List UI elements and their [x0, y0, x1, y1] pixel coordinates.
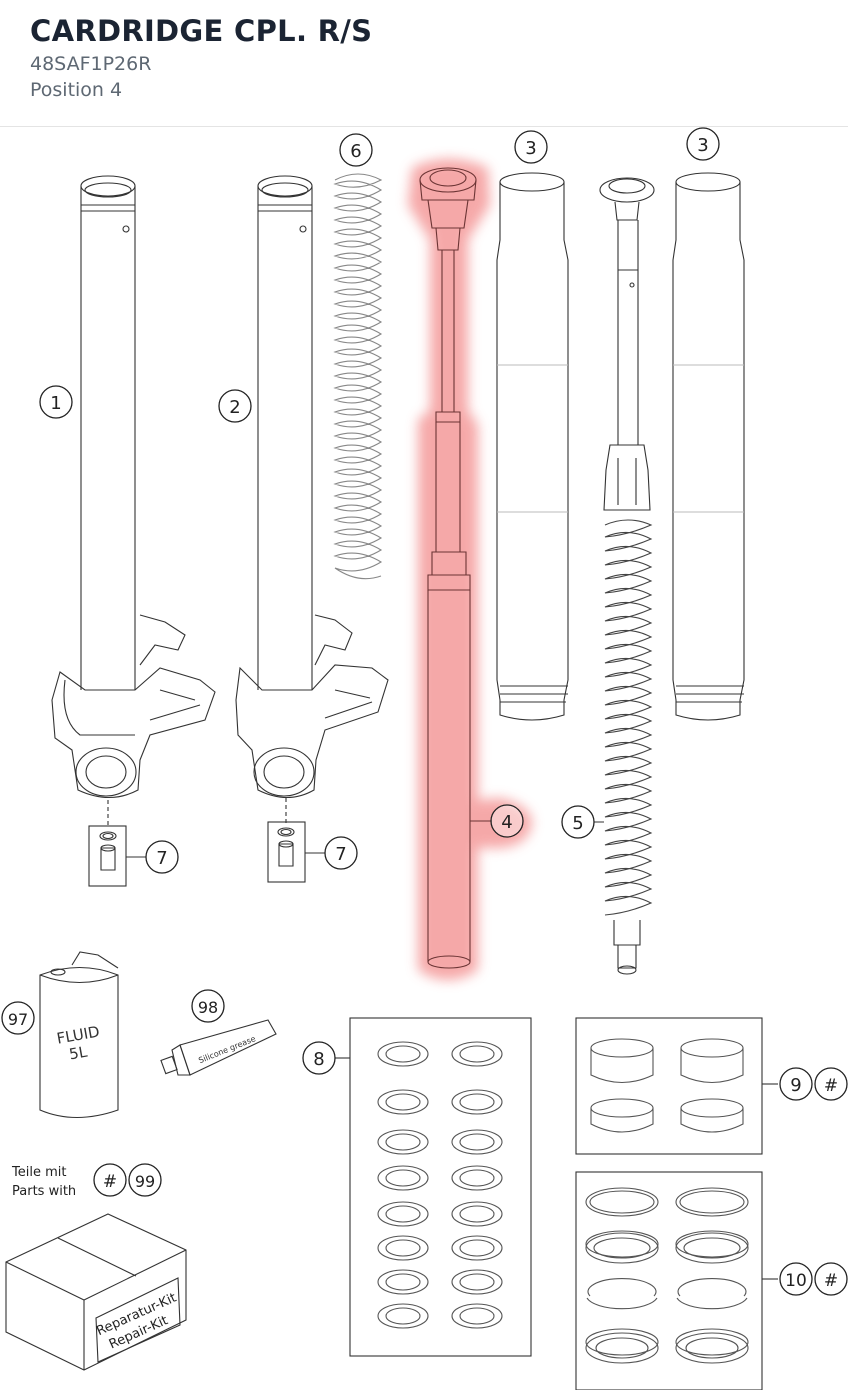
- callout-1[interactable]: 1: [39, 385, 73, 419]
- svg-text:99: 99: [135, 1172, 155, 1191]
- svg-text:#: #: [824, 1076, 838, 1096]
- drain-screw-right[interactable]: [267, 798, 325, 883]
- svg-text:1: 1: [50, 393, 61, 414]
- part-number: 48SAF1P26R: [30, 53, 152, 75]
- grease-tube[interactable]: Silicone grease: [160, 1019, 277, 1076]
- cartridge-assembly[interactable]: [419, 167, 492, 969]
- svg-text:5: 5: [572, 813, 583, 834]
- svg-text:7: 7: [156, 848, 167, 869]
- callout-3-left[interactable]: 3: [514, 130, 548, 164]
- svg-text:10: 10: [785, 1271, 807, 1291]
- fork-oil-can[interactable]: FLUID 5L: [39, 951, 119, 1119]
- callout-97[interactable]: 97: [1, 1001, 35, 1035]
- svg-text:9: 9: [790, 1075, 801, 1096]
- parts-with-label-de: Teile mit: [11, 1165, 66, 1180]
- callout-8[interactable]: 8: [302, 1041, 336, 1075]
- parts-with-label-en: Parts with: [12, 1184, 76, 1199]
- fork-outer-tube-right[interactable]: [235, 175, 389, 799]
- svg-text:#: #: [103, 1172, 117, 1192]
- fork-spring[interactable]: [333, 173, 383, 580]
- inner-tube-right[interactable]: [672, 172, 745, 721]
- inner-tube-left[interactable]: [496, 172, 569, 721]
- callout-99[interactable]: 99: [128, 1163, 162, 1197]
- svg-text:3: 3: [525, 138, 536, 159]
- svg-text:7: 7: [335, 844, 346, 865]
- callout-5[interactable]: 5: [561, 805, 595, 839]
- fluid-volume-label: 5L: [68, 1043, 89, 1064]
- callout-3-right[interactable]: 3: [686, 127, 720, 161]
- repair-kit-box[interactable]: Reparatur-Kit Repair-Kit: [5, 1213, 187, 1371]
- callout-98[interactable]: 98: [191, 989, 225, 1023]
- bushing-kit-box[interactable]: [575, 1017, 778, 1155]
- page-title: CARDRIDGE CPL. R/S: [30, 14, 373, 48]
- selected-part-highlight: [408, 159, 532, 980]
- callout-4[interactable]: 4: [490, 804, 524, 838]
- callout-labels: 1 2 3 3 4 5 6 7 7 8 9 # 10 # 97 98 # 99: [1, 127, 848, 1296]
- grease-label: Silicone grease: [197, 1034, 257, 1065]
- seal-kit-box[interactable]: [335, 1017, 532, 1357]
- seal-wiper-kit-box[interactable]: [575, 1171, 778, 1390]
- callout-10[interactable]: 10: [779, 1262, 813, 1296]
- position-label: Position 4: [30, 79, 123, 101]
- svg-text:8: 8: [313, 1049, 324, 1070]
- callout-7-left[interactable]: 7: [145, 840, 179, 874]
- fork-outer-tube-left[interactable]: [51, 175, 216, 798]
- svg-text:97: 97: [8, 1010, 28, 1029]
- svg-text:6: 6: [350, 141, 361, 162]
- callout-hash-10[interactable]: #: [814, 1262, 848, 1296]
- svg-text:2: 2: [229, 397, 240, 418]
- callout-7-right[interactable]: 7: [324, 836, 358, 870]
- callout-2[interactable]: 2: [218, 389, 252, 423]
- callout-hash-9[interactable]: #: [814, 1067, 848, 1101]
- callout-6[interactable]: 6: [339, 133, 373, 167]
- parts-with-note: Teile mit Parts with: [11, 1165, 76, 1199]
- svg-text:3: 3: [697, 135, 708, 156]
- callout-hash-99[interactable]: #: [93, 1163, 127, 1197]
- damper-with-spring[interactable]: [585, 177, 655, 975]
- svg-text:98: 98: [198, 998, 218, 1017]
- svg-text:4: 4: [501, 812, 512, 833]
- drain-screw-left[interactable]: [88, 800, 146, 887]
- svg-text:#: #: [824, 1271, 838, 1291]
- callout-9[interactable]: 9: [779, 1067, 813, 1101]
- page-header: CARDRIDGE CPL. R/S 48SAF1P26R Position 4: [0, 0, 848, 127]
